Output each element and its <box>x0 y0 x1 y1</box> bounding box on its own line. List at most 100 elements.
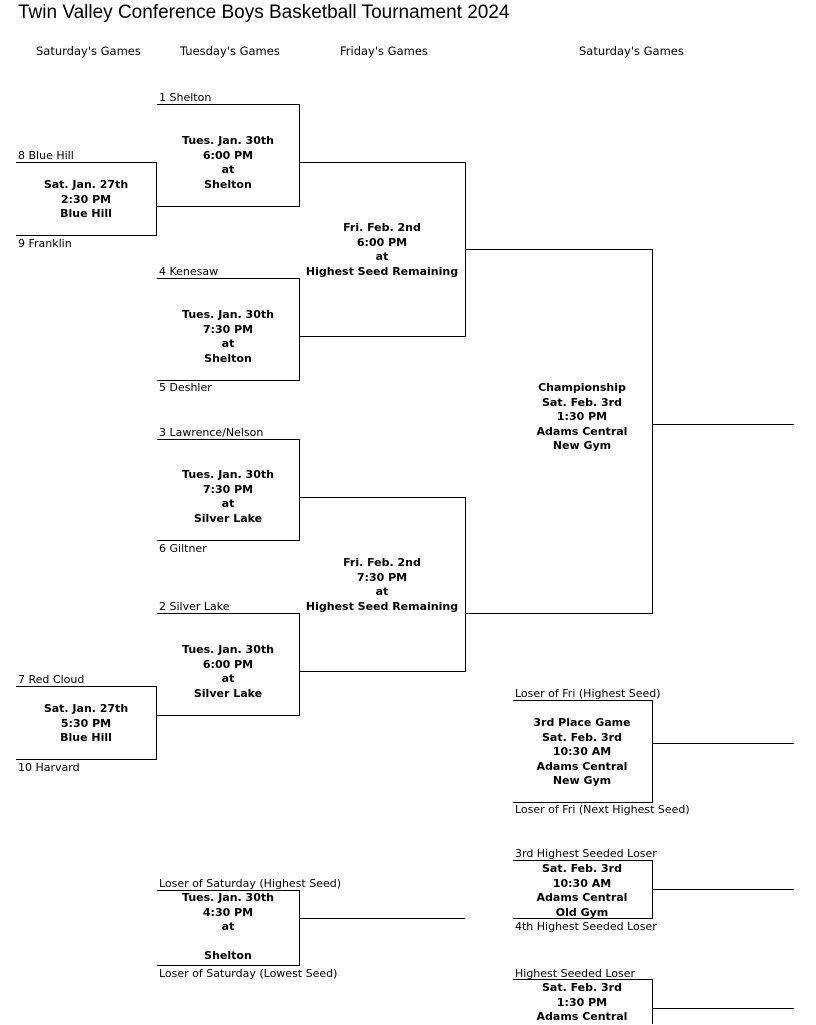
bracket-line <box>157 439 300 440</box>
game-site: Adams Central <box>536 891 628 905</box>
bracket-line <box>157 965 300 966</box>
team-deshler: 5 Deshler <box>159 381 212 394</box>
bracket-line <box>652 249 653 614</box>
game-at: at <box>375 250 389 264</box>
bracket-line <box>652 424 794 425</box>
bracket-line <box>652 743 794 744</box>
column-header-saturday-final: Saturday's Games <box>579 44 684 58</box>
bracket-line <box>299 439 300 541</box>
game-site: Shelton <box>204 351 252 365</box>
team-silver-lake: 2 Silver Lake <box>159 600 230 613</box>
game-tue-shelton-2: Tues. Jan. 30th 7:30 PM at Shelton <box>157 308 299 366</box>
game-site: Adams Central <box>536 759 628 773</box>
bracket-line <box>299 278 300 381</box>
game-date: Sat. Feb. 3rd <box>542 395 622 409</box>
team-loser-saturday-highest: Loser of Saturday (Highest Seed) <box>159 877 342 890</box>
game-site: Blue Hill <box>60 207 112 221</box>
game-time: 6:00 PM <box>356 235 408 249</box>
bracket-line <box>652 1008 794 1009</box>
bracket-line <box>299 336 465 337</box>
team-franklin: 9 Franklin <box>18 237 72 250</box>
game-at: at <box>375 585 389 599</box>
bracket-line <box>299 613 300 716</box>
game-championship: Championship Sat. Feb. 3rd 1:30 PM Adams… <box>512 381 652 454</box>
game-consolation-old-gym: Sat. Feb. 3rd 10:30 AM Adams Central Old… <box>512 862 652 920</box>
bracket-line <box>16 686 157 687</box>
team-fourth-highest-loser: 4th Highest Seeded Loser <box>515 920 657 933</box>
game-time: 6:00 PM <box>202 148 254 162</box>
bracket-line <box>513 802 653 803</box>
team-blue-hill: 8 Blue Hill <box>18 149 74 162</box>
game-tue-losers: Tues. Jan. 30th 4:30 PM at Shelton <box>157 891 299 964</box>
game-tue-silver-lake-2: Tues. Jan. 30th 6:00 PM at Silver Lake <box>157 643 299 701</box>
bracket-line <box>157 890 300 891</box>
game-time: 2:30 PM <box>60 192 112 206</box>
game-blank <box>157 935 299 950</box>
game-site: Adams Central <box>536 424 628 438</box>
game-at: at <box>221 497 235 511</box>
bracket-line <box>156 686 157 760</box>
bracket-line <box>465 497 466 672</box>
game-date: Sat. Feb. 3rd <box>542 730 622 744</box>
game-sat-blue-hill-2: Sat. Jan. 27th 5:30 PM Blue Hill <box>16 702 156 746</box>
bracket-line <box>299 104 300 207</box>
game-date: Tues. Jan. 30th <box>182 643 274 656</box>
game-date: Tues. Jan. 30th <box>182 468 274 481</box>
bracket-line <box>652 979 653 1024</box>
bracket-line <box>465 249 653 250</box>
game-tue-shelton-1: Tues. Jan. 30th 6:00 PM at Shelton <box>157 134 299 192</box>
game-at: at <box>221 163 235 177</box>
game-time: 10:30 AM <box>552 745 612 759</box>
bracket-line <box>157 104 300 105</box>
game-label: Championship <box>538 381 626 394</box>
game-date: Tues. Jan. 30th <box>182 891 274 904</box>
game-at: at <box>221 920 235 934</box>
column-header-friday: Friday's Games <box>340 44 428 58</box>
game-at: at <box>221 672 235 686</box>
game-fri-1: Fri. Feb. 2nd 6:00 PM at Highest Seed Re… <box>299 221 465 279</box>
game-tue-silver-lake-1: Tues. Jan. 30th 7:30 PM at Silver Lake <box>157 468 299 526</box>
game-date: Sat. Feb. 3rd <box>542 862 622 875</box>
game-date: Tues. Jan. 30th <box>182 308 274 321</box>
team-kenesaw: 4 Kenesaw <box>159 265 219 278</box>
game-site: Silver Lake <box>193 686 263 700</box>
game-time: 5:30 PM <box>60 716 112 730</box>
team-loser-saturday-lowest: Loser of Saturday (Lowest Seed) <box>159 967 338 980</box>
bracket-line <box>513 700 653 701</box>
page-title: Twin Valley Conference Boys Basketball T… <box>18 2 510 23</box>
game-third-place: 3rd Place Game Sat. Feb. 3rd 10:30 AM Ad… <box>512 716 652 789</box>
bracket-line <box>16 162 157 163</box>
game-site: Blue Hill <box>60 731 112 745</box>
game-gym: New Gym <box>552 439 612 453</box>
bracket-line <box>157 540 300 541</box>
bracket-line <box>156 715 300 716</box>
team-lawrence-nelson: 3 Lawrence/Nelson <box>159 426 264 439</box>
game-date: Fri. Feb. 2nd <box>343 221 421 234</box>
game-date: Sat. Feb. 3rd <box>542 981 622 994</box>
team-shelton: 1 Shelton <box>159 91 212 104</box>
game-date: Fri. Feb. 2nd <box>343 556 421 569</box>
bracket-line <box>299 162 465 163</box>
game-date: Sat. Jan. 27th <box>43 702 129 715</box>
game-time: 7:30 PM <box>356 570 408 584</box>
team-loser-fri-highest: Loser of Fri (Highest Seed) <box>515 687 661 700</box>
bracket-line <box>652 700 653 803</box>
game-site: Adams Central <box>536 1010 628 1024</box>
bracket-line <box>16 235 157 236</box>
game-date: Tues. Jan. 30th <box>182 134 274 147</box>
game-gym: New Gym <box>552 774 612 788</box>
team-red-cloud: 7 Red Cloud <box>18 673 85 686</box>
game-time: 6:00 PM <box>202 657 254 671</box>
column-header-saturday-first: Saturday's Games <box>36 44 141 58</box>
bracket-line <box>513 918 653 919</box>
bracket-line <box>652 889 794 890</box>
bracket-line <box>157 380 300 381</box>
game-at: at <box>221 337 235 351</box>
game-site: Shelton <box>204 949 252 963</box>
team-harvard: 10 Harvard <box>18 761 80 774</box>
game-time: 7:30 PM <box>202 482 254 496</box>
bracket-line <box>16 759 157 760</box>
bracket-line <box>156 162 157 236</box>
bracket-line <box>299 918 465 919</box>
team-giltner: 6 Giltner <box>159 542 207 555</box>
